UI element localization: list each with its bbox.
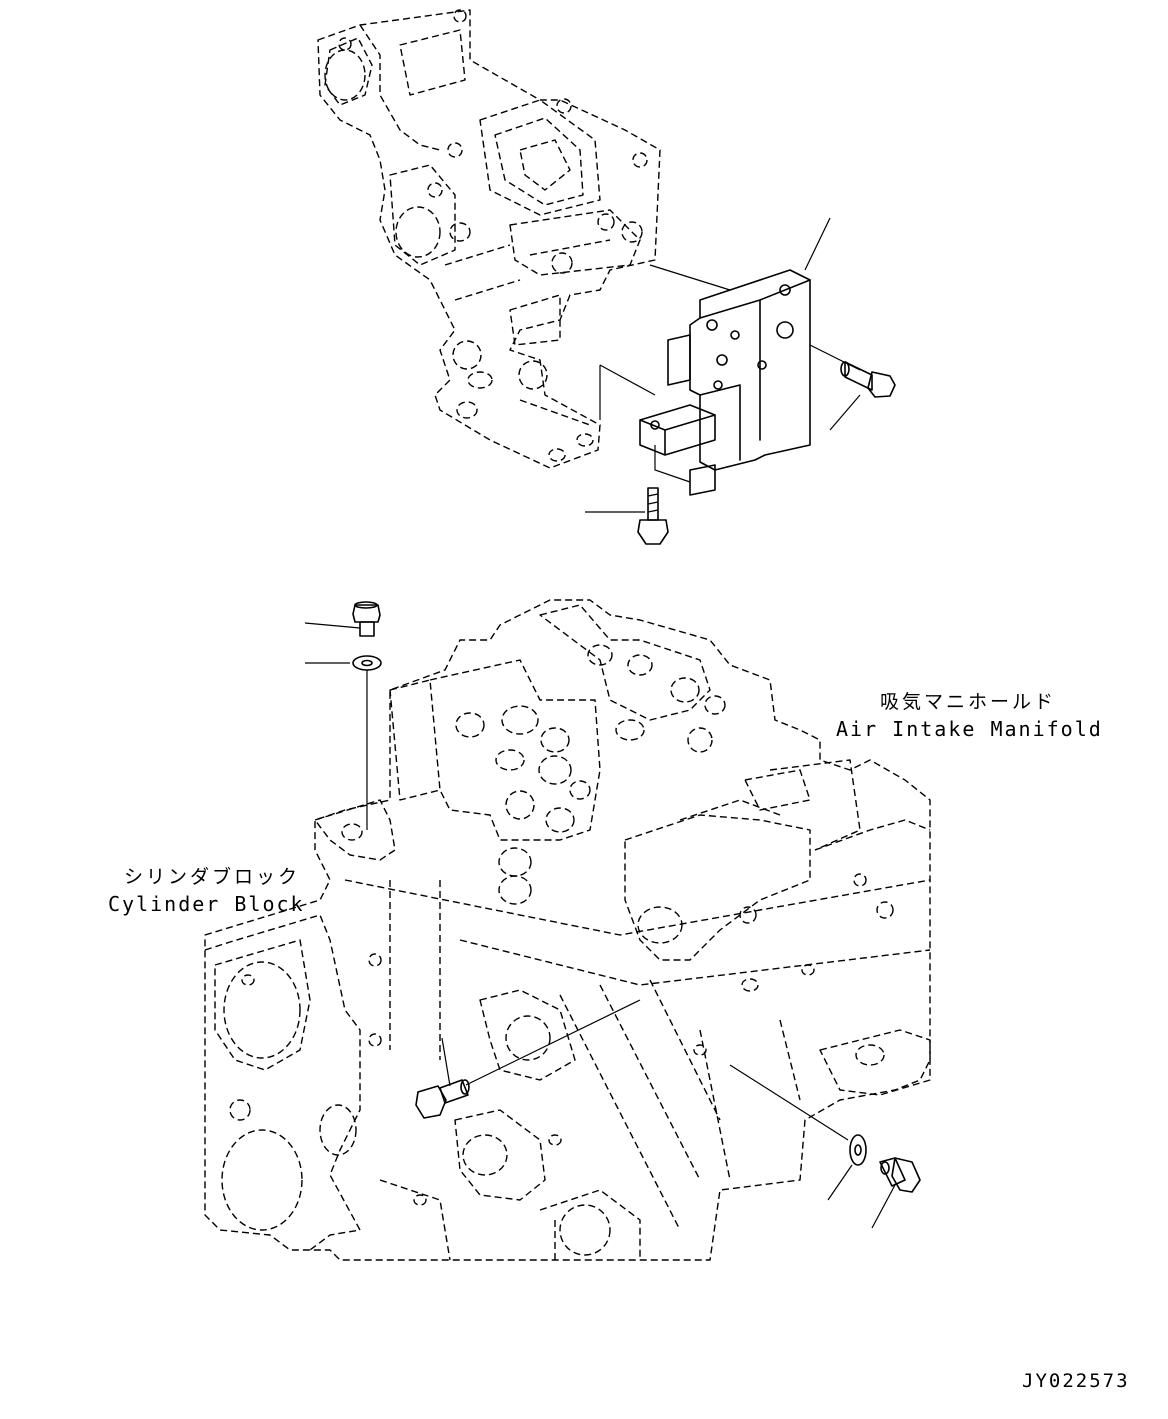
leader-bracket [804, 217, 831, 271]
plug-bolt-bottom-right [879, 1157, 921, 1193]
washer-top-left [352, 655, 382, 671]
flange-bolt-upper-bottom [637, 487, 669, 545]
flange-bolt-lower-middle [415, 1079, 470, 1119]
cylinder-block [204, 599, 931, 1261]
flange-bolt-upper-right [840, 361, 896, 398]
plug-bolt-top-left [352, 601, 381, 637]
leader-plug-bolt-bottom-right [871, 1184, 896, 1229]
alignment-line-right [729, 1064, 849, 1141]
alignment-line-middle [465, 999, 641, 1086]
cylinder-block-label-en: Cylinder Block [108, 892, 305, 916]
leader-bolt-upper-right [829, 394, 861, 431]
upper-intake-housing [317, 9, 661, 469]
intake-manifold-label-en: Air Intake Manifold [836, 717, 1103, 741]
washer-bottom-right [849, 1134, 867, 1166]
leader-plug-bolt-top-left [304, 622, 361, 629]
intake-manifold-label-jp: 吸気マニホールド [880, 691, 1057, 713]
alignment-lines-upper [599, 264, 861, 420]
leader-bolt-lower-middle [441, 1037, 451, 1087]
cylinder-block-label-jp: シリンダブロック [124, 866, 301, 888]
mounting-bracket [639, 269, 811, 496]
leader-washer-bottom-right [827, 1164, 853, 1201]
drawing-number: JY022573 [1022, 1370, 1130, 1392]
